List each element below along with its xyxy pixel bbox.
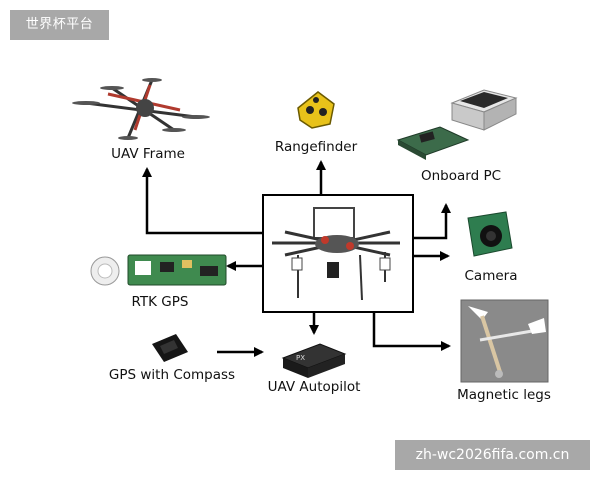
label-camera: Camera	[465, 268, 518, 284]
autopilot-module-icon: PX	[283, 344, 345, 378]
mini-pc-icon	[398, 90, 516, 160]
rtk-gps-board-icon	[91, 255, 226, 285]
arrow-to-uav-frame	[147, 169, 263, 233]
label-uav-autopilot: UAV Autopilot	[268, 379, 361, 395]
label-magnetic-legs: Magnetic legs	[457, 387, 551, 403]
drone-frame-icon	[72, 78, 210, 140]
arrow-to-magnetic-legs	[374, 312, 449, 346]
label-rtk-gps: RTK GPS	[132, 294, 189, 310]
magnetic-leg-icon	[461, 300, 548, 382]
rangefinder-sensor-icon	[298, 92, 334, 128]
label-rangefinder: Rangefinder	[275, 139, 358, 155]
watermark-bottom-right: zh-wc2026fifa.com.cn	[395, 440, 590, 470]
arrow-to-onboard-pc	[413, 205, 446, 238]
label-onboard-pc: Onboard PC	[421, 168, 501, 184]
gps-puck-icon	[152, 334, 188, 362]
label-uav-frame: UAV Frame	[111, 146, 185, 162]
label-gps-with-compass: GPS with Compass	[109, 367, 235, 383]
camera-module-icon	[468, 212, 512, 256]
svg-text:PX: PX	[296, 354, 305, 362]
